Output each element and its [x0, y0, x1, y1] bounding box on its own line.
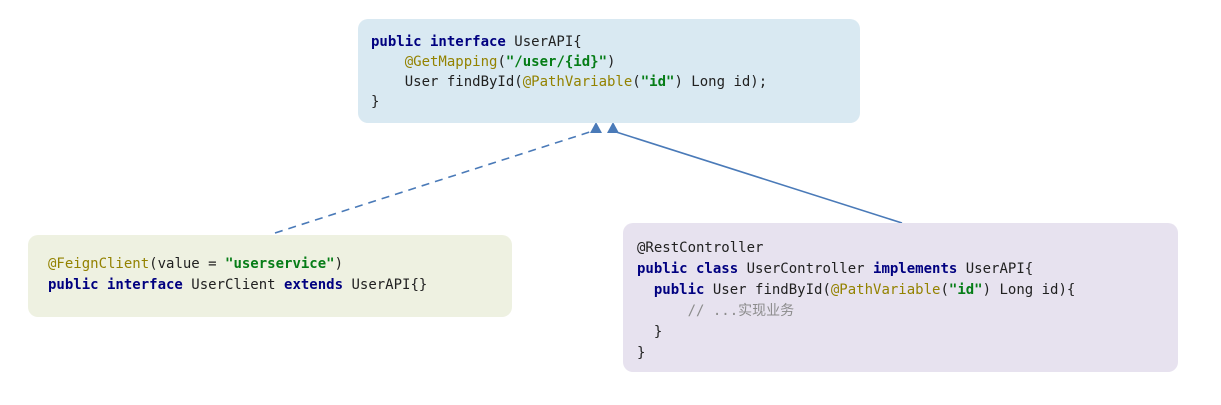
code-token-anno: @GetMapping — [404, 54, 498, 70]
extends-arrowhead-icon — [590, 122, 602, 133]
code-token-plain: ) Long id); — [674, 74, 768, 90]
code-token-comment: // ...实现业务 — [637, 303, 795, 319]
code-token-plain: User findById( — [704, 282, 831, 298]
code-token-plain: UserController — [738, 261, 874, 277]
code-token-plain: UserClient — [182, 277, 285, 293]
code-token-str: "id" — [948, 282, 983, 298]
code-token-plain: ( — [497, 54, 506, 70]
code-line: @GetMapping("/user/{id}") — [371, 52, 860, 72]
code-token-plain: } — [637, 345, 646, 361]
code-token-plain: ) — [607, 54, 616, 70]
code-line: } — [371, 92, 860, 112]
code-token-plain — [637, 282, 654, 298]
code-token-kw: implements — [873, 261, 958, 277]
code-token-plain: UserAPI{ — [505, 34, 582, 50]
code-token-plain — [371, 54, 405, 70]
code-token-kw: extends — [284, 277, 344, 293]
code-line: public User findById(@PathVariable("id")… — [637, 280, 1178, 301]
code-token-plain: @RestController — [637, 240, 764, 256]
code-token-anno: @PathVariable — [522, 74, 633, 90]
code-token-kw: public class — [637, 261, 739, 277]
code-token-plain: (value = — [149, 256, 226, 272]
code-box-feign-client: @FeignClient(value = "userservice")publi… — [28, 235, 512, 317]
implements-arrowhead-icon — [607, 122, 619, 133]
code-token-plain: User findById( — [371, 74, 523, 90]
code-token-anno: @PathVariable — [830, 282, 941, 298]
code-box-rest-controller: @RestController public class UserControll… — [623, 223, 1178, 372]
code-token-plain: ( — [632, 74, 641, 90]
code-line: } — [637, 322, 1178, 343]
code-token-plain: ( — [940, 282, 949, 298]
code-box-user-api-interface: public interface UserAPI{ @GetMapping("/… — [358, 19, 860, 123]
implements-arrow-line — [612, 130, 903, 224]
code-token-plain: UserAPI{ — [957, 261, 1034, 277]
code-token-kw: public interface — [48, 277, 183, 293]
code-line: User findById(@PathVariable("id") Long i… — [371, 72, 860, 92]
code-line: @RestController — [637, 238, 1178, 259]
code-token-str: "id" — [640, 74, 675, 90]
code-token-kw: public interface — [371, 34, 506, 50]
code-token-plain: UserAPI{} — [343, 277, 428, 293]
code-token-str: "/user/{id}" — [505, 54, 608, 70]
code-line: @FeignClient(value = "userservice") — [48, 254, 512, 275]
code-line: public interface UserAPI{ — [371, 32, 860, 52]
code-line: public class UserController implements U… — [637, 259, 1178, 280]
code-token-str: "userservice" — [225, 256, 335, 272]
code-line: // ...实现业务 — [637, 301, 1178, 322]
code-token-plain: ) — [334, 256, 344, 272]
code-token-plain: } — [371, 94, 380, 110]
code-line: } — [637, 343, 1178, 364]
extends-arrow-line — [274, 129, 597, 234]
code-token-plain: ) Long id){ — [982, 282, 1076, 298]
code-line: public interface UserClient extends User… — [48, 275, 512, 296]
code-token-anno: @FeignClient — [48, 256, 150, 272]
code-token-plain: } — [637, 324, 663, 340]
code-token-kw: public — [653, 282, 705, 298]
